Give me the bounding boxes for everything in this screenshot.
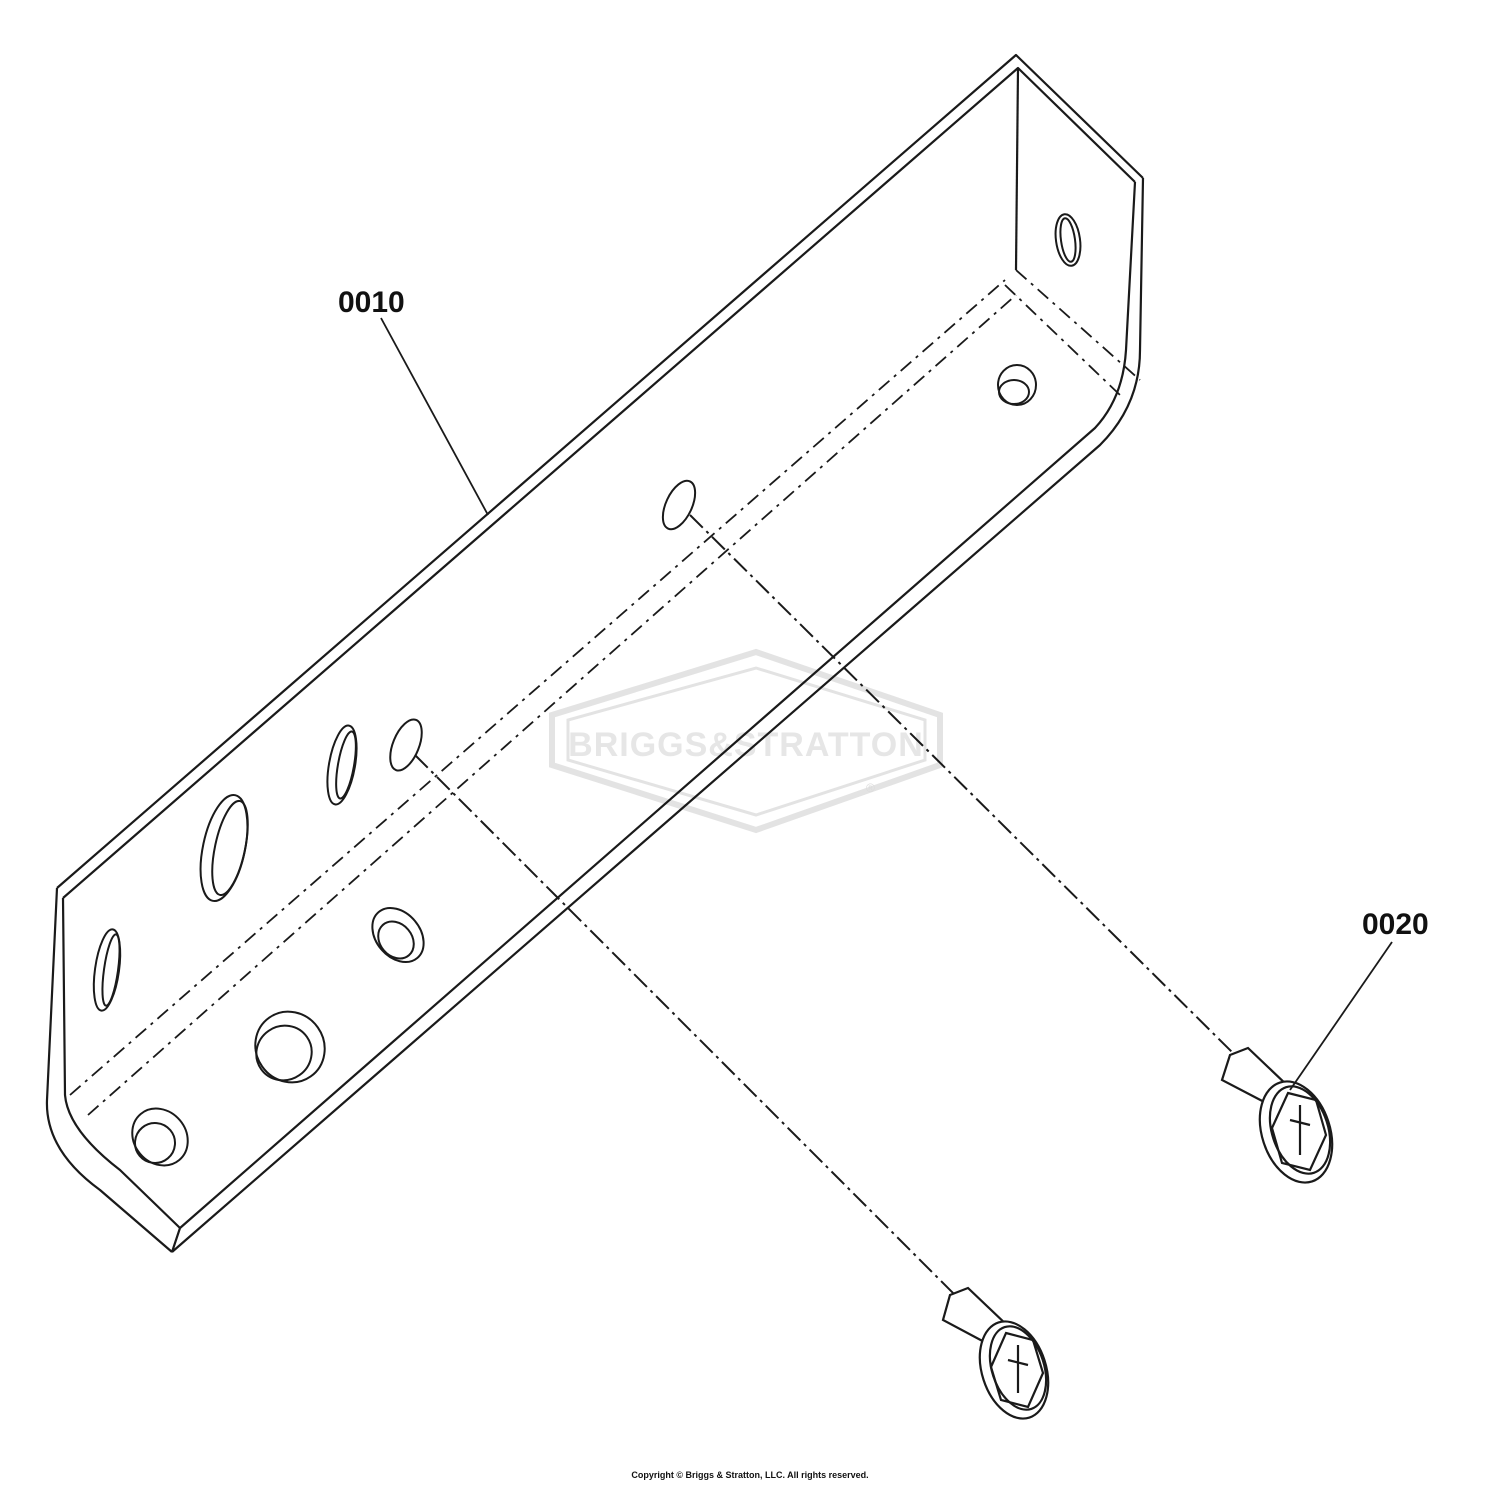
hole-bottom-mid xyxy=(371,907,425,963)
screw-right xyxy=(1220,1046,1334,1184)
hole-end-flange-top xyxy=(1054,213,1082,267)
copyright-text: Copyright © Briggs & Stratton, LLC. All … xyxy=(631,1470,868,1480)
callout-leaders xyxy=(380,317,1393,1091)
bracket-bottom-edge xyxy=(171,177,1145,1253)
screw-bottom xyxy=(941,1286,1050,1420)
hole-flange-left xyxy=(92,928,122,1012)
brand-watermark xyxy=(549,648,943,834)
leader-line-0020 xyxy=(1289,941,1393,1091)
assembly-centerlines xyxy=(414,514,1236,1296)
callout-label-0010: 0010 xyxy=(338,286,405,319)
hole-slot-1 xyxy=(326,724,358,806)
hole-top-small-left xyxy=(389,718,423,772)
watermark-diamond-outline xyxy=(549,648,943,834)
bracket-part xyxy=(45,53,1145,1253)
hole-bottom-left xyxy=(131,1107,189,1167)
bracket-holes xyxy=(92,213,1082,1167)
bracket-top-edge xyxy=(56,53,1144,889)
hole-bottom-right xyxy=(997,364,1037,406)
bracket-hidden-lines xyxy=(69,269,1141,1116)
callout-label-0020: 0020 xyxy=(1362,908,1429,941)
hole-bottom-large xyxy=(254,1010,326,1084)
leader-line-0010 xyxy=(380,317,489,516)
watermark-registered-mark: ® xyxy=(866,781,875,795)
bracket-left-flange xyxy=(45,887,173,1253)
hole-top-mid xyxy=(661,479,697,531)
